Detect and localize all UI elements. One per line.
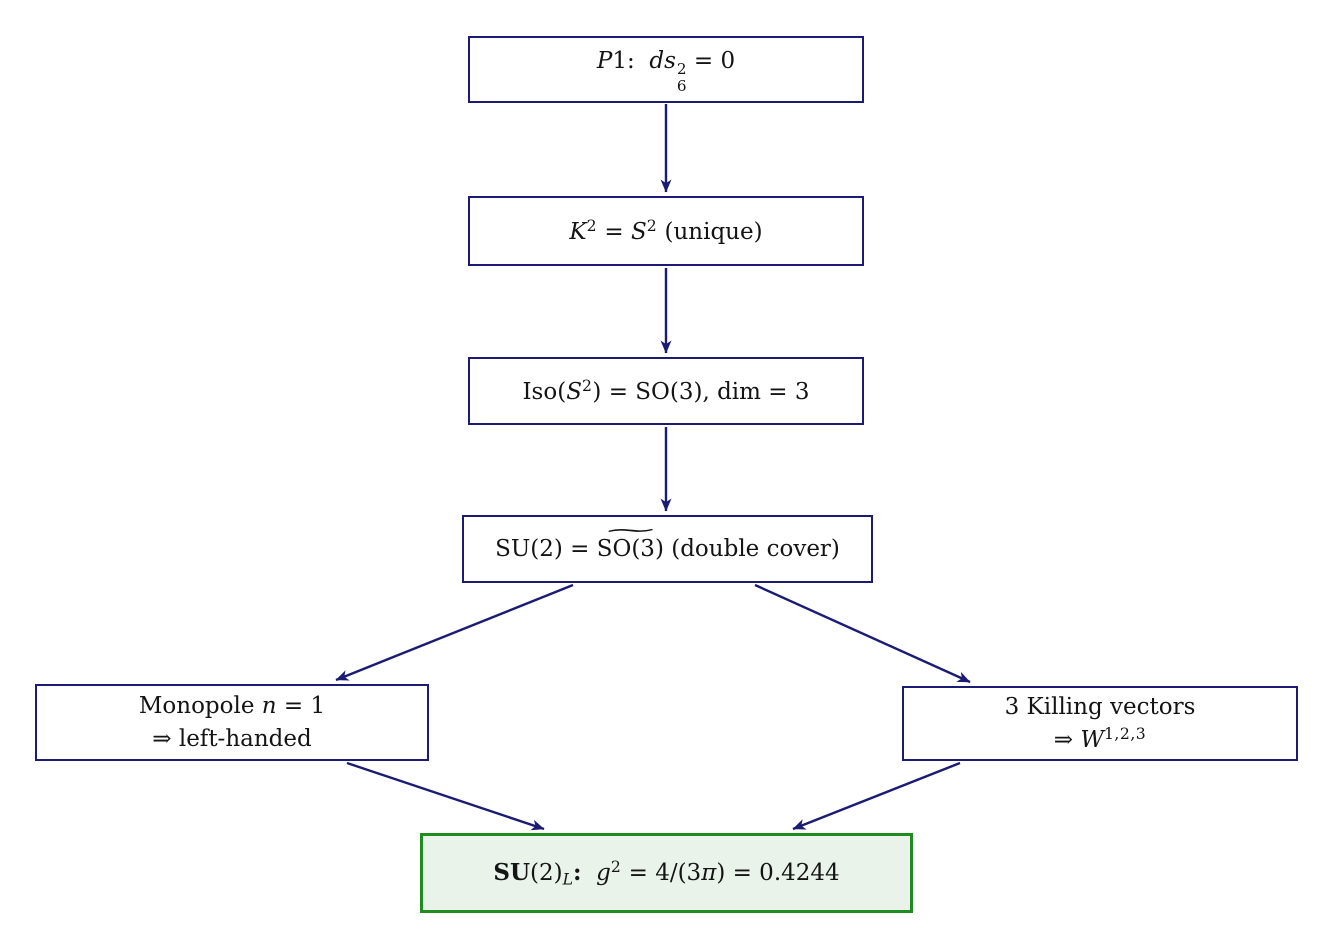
arrow-su2cover-to-monopole	[335, 583, 574, 682]
node-k2-sphere: K2 = S2 (unique)	[468, 196, 864, 266]
node-su2-double-cover: SU(2) = ∼SO(3) (double cover)	[462, 515, 873, 583]
arrow-killing-to-result	[792, 761, 961, 831]
arrow-su2cover-to-killing	[754, 583, 971, 684]
node-killing-vectors: 3 Killing vectors⇒ W1,2,3	[902, 686, 1298, 761]
node-isometry-so3: Iso(S2) = SO(3), dim = 3	[468, 357, 864, 425]
node-monopole-left-handed: Monopole n = 1⇒ left-handed	[35, 684, 429, 761]
node-su2l-coupling-result: SU(2)L: g2 = 4/(3π) = 0.4244	[420, 833, 913, 913]
arrow-monopole-to-result	[346, 761, 545, 831]
